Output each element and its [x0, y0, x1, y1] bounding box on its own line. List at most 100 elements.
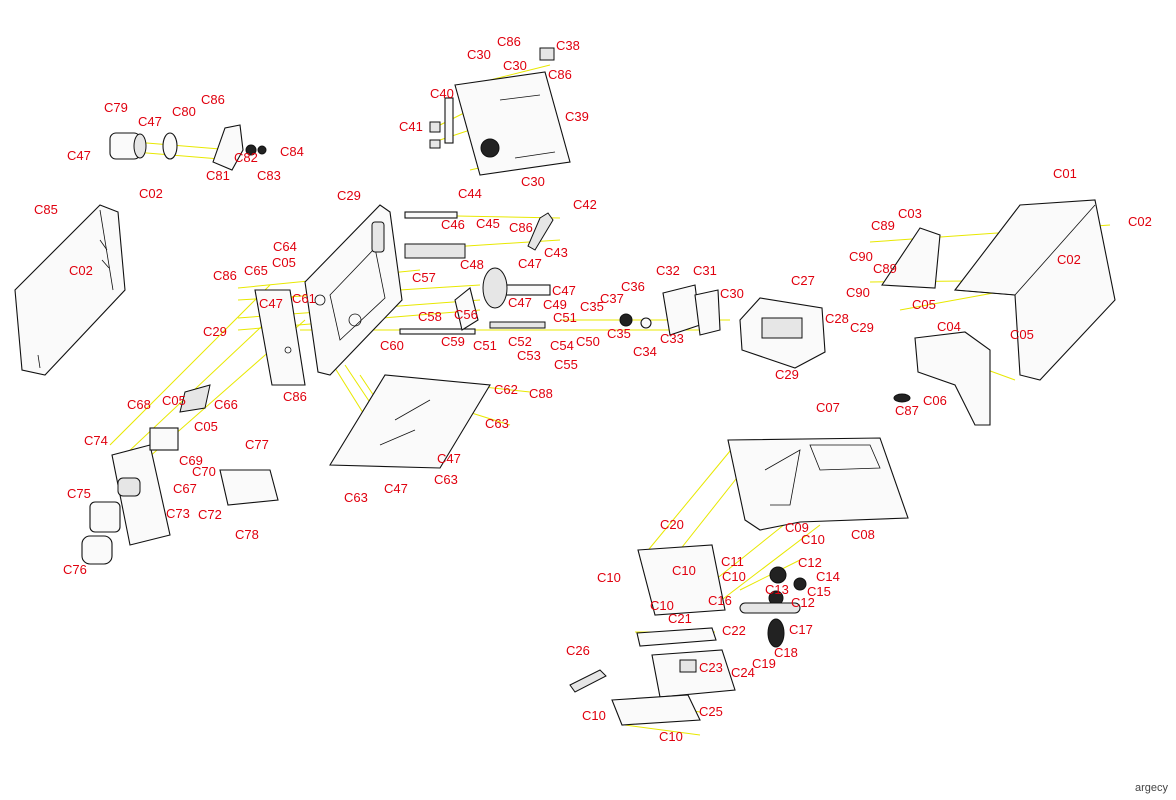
part-label-c01: C01 [1053, 166, 1077, 181]
part-label-c40: C40 [430, 86, 454, 101]
part-label-c47f: C47 [259, 296, 283, 311]
part-label-c55: C55 [554, 357, 578, 372]
part-label-c18: C18 [774, 645, 798, 660]
part-label-c35b: C35 [607, 326, 631, 341]
part-label-c16: C16 [708, 593, 732, 608]
part-label-c43: C43 [544, 245, 568, 260]
roller-shafts-part [399, 211, 554, 335]
part-label-c15: C15 [807, 584, 831, 599]
part-label-c56: C56 [454, 307, 478, 322]
part-label-c69: C69 [179, 453, 203, 468]
lower-frame-part [727, 437, 909, 531]
part-label-c37: C37 [600, 291, 624, 306]
part-label-c86e: C86 [213, 268, 237, 283]
part-label-c87: C87 [895, 403, 919, 418]
part-label-c10a: C10 [801, 532, 825, 547]
base-plate-part [329, 374, 491, 469]
part-label-c03: C03 [898, 206, 922, 221]
watermark: argecy [1134, 782, 1168, 794]
part-label-c89a: C89 [871, 218, 895, 233]
part-label-c73: C73 [166, 506, 190, 521]
part-label-c29d: C29 [775, 367, 799, 382]
part-label-c05b: C05 [162, 393, 186, 408]
part-label-c54: C54 [550, 338, 574, 353]
part-label-c12a: C12 [798, 555, 822, 570]
part-label-c60: C60 [380, 338, 404, 353]
part-label-c46: C46 [441, 217, 465, 232]
part-label-c49: C49 [543, 297, 567, 312]
part-label-c86c: C86 [548, 67, 572, 82]
part-label-c45: C45 [476, 216, 500, 231]
part-label-c66: C66 [214, 397, 238, 412]
part-label-c41: C41 [399, 119, 423, 134]
part-label-c30b: C30 [503, 58, 527, 73]
part-label-c62: C62 [494, 382, 518, 397]
part-label-c47e: C47 [508, 295, 532, 310]
part-label-c21: C21 [668, 611, 692, 626]
part-label-c02a: C02 [139, 186, 163, 201]
part-label-c65: C65 [244, 263, 268, 278]
part-label-c10d: C10 [650, 598, 674, 613]
part-label-c59: C59 [441, 334, 465, 349]
side-cover-part [14, 204, 126, 376]
part-label-c05c: C05 [194, 419, 218, 434]
part-label-c67: C67 [173, 481, 197, 496]
part-label-c05e: C05 [1010, 327, 1034, 342]
part-label-c76: C76 [63, 562, 87, 577]
part-label-c33: C33 [660, 331, 684, 346]
right-cover-part [881, 199, 1116, 426]
part-label-c02c: C02 [1128, 214, 1152, 229]
part-label-c88: C88 [529, 386, 553, 401]
part-label-c77: C77 [245, 437, 269, 452]
bracket-part [254, 289, 306, 386]
part-label-c79: C79 [104, 100, 128, 115]
part-label-c75: C75 [67, 486, 91, 501]
part-label-c19: C19 [752, 656, 776, 671]
part-label-c90a: C90 [849, 249, 873, 264]
part-label-c10e: C10 [722, 569, 746, 584]
part-label-c57: C57 [412, 270, 436, 285]
part-label-c48: C48 [460, 257, 484, 272]
part-label-c86a: C86 [201, 92, 225, 107]
part-label-c47h: C47 [384, 481, 408, 496]
part-label-c51b: C51 [473, 338, 497, 353]
part-label-c90b: C90 [846, 285, 870, 300]
part-label-c09: C09 [785, 520, 809, 535]
part-label-c05d: C05 [912, 297, 936, 312]
front-panel-part [81, 384, 279, 565]
part-label-c47d: C47 [552, 283, 576, 298]
part-label-c05a: C05 [272, 255, 296, 270]
part-label-c86f: C86 [283, 389, 307, 404]
part-label-c64: C64 [273, 239, 297, 254]
motor-assembly-part [109, 124, 267, 171]
part-label-c07: C07 [816, 400, 840, 415]
part-label-c58: C58 [418, 309, 442, 324]
part-label-c27: C27 [791, 273, 815, 288]
part-label-c84: C84 [280, 144, 304, 159]
part-label-c81: C81 [206, 168, 230, 183]
part-label-c32: C32 [656, 263, 680, 278]
part-label-c11: C11 [721, 554, 744, 569]
part-label-c26: C26 [566, 643, 590, 658]
bottom-boards-part [569, 627, 736, 726]
part-label-c78: C78 [235, 527, 259, 542]
part-label-c47g: C47 [437, 451, 461, 466]
part-label-c04: C04 [937, 319, 961, 334]
part-label-c61: C61 [292, 291, 316, 306]
part-label-c17: C17 [789, 622, 813, 637]
part-label-c89b: C89 [873, 261, 897, 276]
part-label-c39: C39 [565, 109, 589, 124]
main-frame-part [304, 204, 403, 376]
part-label-c47a: C47 [138, 114, 162, 129]
part-label-c29a: C29 [337, 188, 361, 203]
part-label-c29c: C29 [850, 320, 874, 335]
part-label-c29b: C29 [203, 324, 227, 339]
part-label-c12b: C12 [791, 595, 815, 610]
part-label-c10c: C10 [672, 563, 696, 578]
part-label-c72: C72 [198, 507, 222, 522]
part-label-c31: C31 [693, 263, 717, 278]
part-label-c51a: C51 [553, 310, 577, 325]
part-label-c24: C24 [731, 665, 755, 680]
